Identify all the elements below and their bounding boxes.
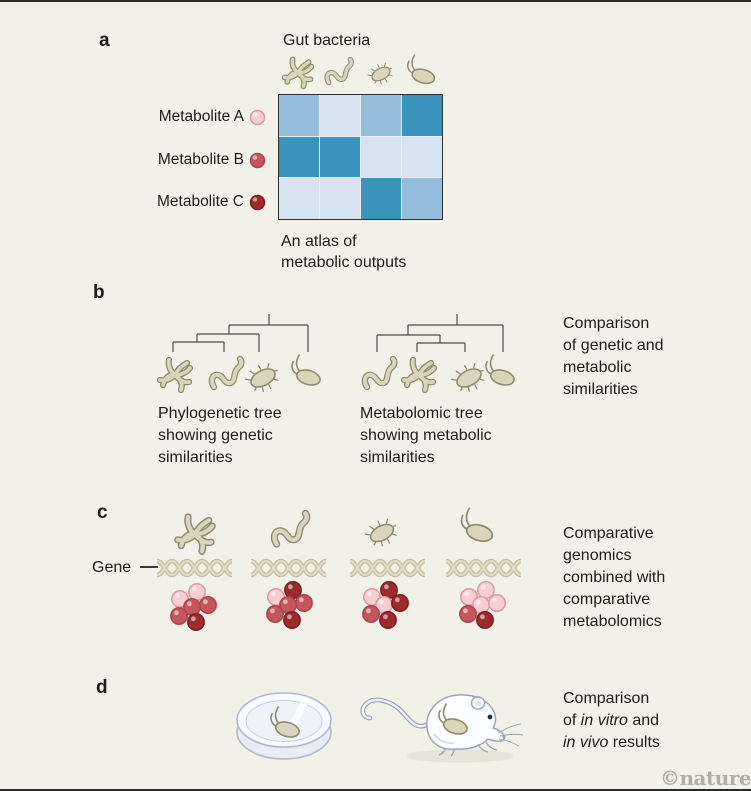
metabolite-dot [459,605,477,623]
nature-watermark: ©nature [660,766,751,790]
dna-helix-icon [251,558,326,578]
panel-c-label: c [97,502,108,523]
corkscrew-bacteria-icon [323,57,356,90]
metabolite-dot [391,594,409,612]
panel-d-label: d [96,677,108,698]
heatmap-cell [279,95,319,136]
branched-bacteria-icon [160,360,190,390]
metabolite-dot [477,581,495,599]
metabolite-dot [362,605,380,623]
note-in-vivo: in vivo [563,734,609,751]
metabolite-c-dot [249,194,266,211]
metabolomic-tree-caption: Metabolomic tree showing metabolic simil… [360,405,492,466]
panel-b-note: Comparison of genetic and metabolic simi… [563,315,664,398]
metabolite-dot [380,581,398,599]
note-in-vitro: in vitro [580,712,628,729]
metabolite-b-dot [249,152,266,169]
corkscrew-bacteria-icon [269,510,313,554]
metabolite-a-dot [249,109,266,126]
petri-dish-icon [236,692,332,760]
panel-d-note: Comparison of in vitro and in vivo resul… [563,688,723,754]
corkscrew-bacteria-icon [212,359,241,387]
note-line2-post: and [627,712,660,729]
dna-helix-icon [157,558,232,578]
branched-bacteria-icon [172,510,218,556]
phylogenetic-tree [150,314,326,398]
metabolite-cluster [362,581,409,629]
metabolite-a-label: Metabolite A [158,108,244,125]
heatmap-grid [278,94,443,220]
metabolite-cluster [266,581,313,629]
metabolite-dot [295,594,313,612]
metabolomic-tree [360,314,520,398]
metabolite-dot [188,583,206,601]
panel-c-note: Comparative genomics combined with compa… [563,525,666,630]
flagellate-bacteria-icon [456,506,499,545]
mouse-icon [360,694,524,763]
heatmap-cell [361,95,401,136]
dna-helix-icon [446,558,521,578]
branched-bacteria-icon [404,360,434,390]
heatmap-cell [361,178,401,219]
rod-bacteria-icon [447,358,491,398]
gene-pointer-line [140,566,158,568]
panel-a-caption: An atlas of metabolic outputs [281,233,407,271]
metabolite-dot [266,605,284,623]
metabolite-dot [170,607,188,625]
heatmap-cell [361,136,401,178]
metabolite-cluster [170,583,217,631]
phylogenetic-tree-caption: Phylogenetic tree showing genetic simila… [158,405,282,466]
metabolite-cluster [459,581,506,629]
heatmap-cell [320,136,360,178]
flagellate-bacteria-icon [287,353,326,389]
gene-label: Gene [92,559,132,576]
metabolite-dot [379,611,397,629]
heatmap-cell [279,178,319,219]
rod-bacteria-icon [363,514,401,552]
metabolite-dot [187,613,205,631]
metabolite-dot [488,594,506,612]
note-line1: Comparison [563,690,650,707]
heatmap-cell [402,178,442,219]
branched-bacteria-icon [280,54,316,90]
heatmap-cell [320,178,360,219]
rod-bacteria-icon [241,358,285,398]
note-line3-post: results [608,734,660,751]
rod-bacteria-icon [366,59,396,89]
bottom-rule [0,789,751,791]
dna-helix-icon [350,558,425,578]
top-rule [0,0,751,2]
heatmap-cell [279,136,319,178]
heatmap-cell [320,95,360,136]
corkscrew-bacteria-icon [365,359,394,387]
panel-b-label: b [93,282,105,303]
panel-a-label: a [99,30,110,51]
flagellate-bacteria-icon [403,53,440,87]
metabolite-dot [284,581,302,599]
metabolite-b-label: Metabolite B [157,151,244,168]
metabolite-c-label: Metabolite C [156,193,244,210]
panel-a-title: Gut bacteria [283,32,371,49]
heatmap-cell [402,136,442,178]
metabolite-dot [283,611,301,629]
heatmap-cell [402,95,442,136]
note-line2-pre: of [563,712,581,729]
metabolite-dot [476,611,494,629]
flagellate-bacteria-icon [481,353,520,389]
metabolite-dot [199,596,217,614]
